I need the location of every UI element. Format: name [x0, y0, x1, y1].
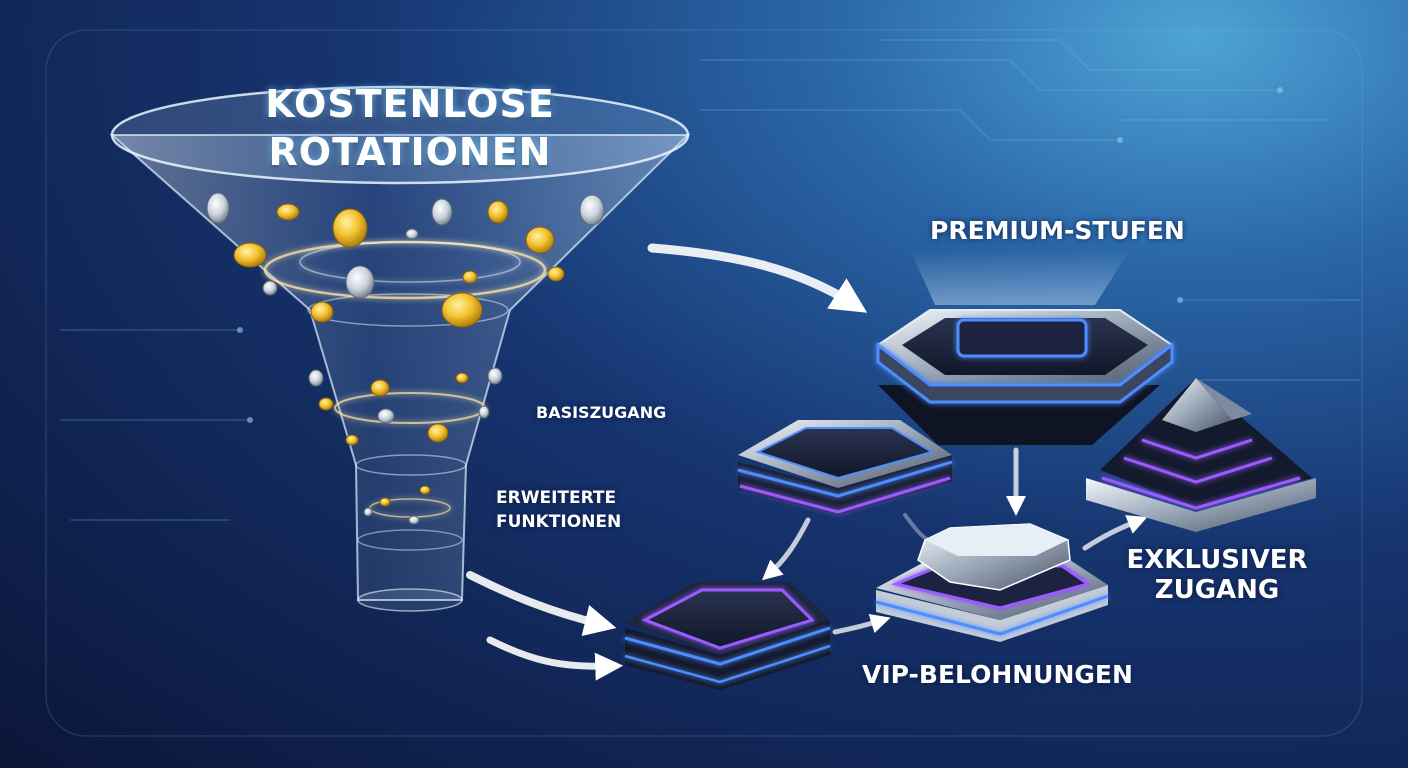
label-vip-belohnungen: VIP-BELOHNUNGEN: [862, 660, 1133, 689]
circuit-nodes: [237, 87, 1283, 423]
label-exklusiver-line2: ZUGANG: [1154, 575, 1280, 605]
pyramid-icon: [1086, 378, 1316, 532]
arrow-faint-link: [903, 513, 930, 542]
square-platform-icon: [624, 582, 831, 690]
label-erweiterte-line1: ERWEITERTE: [496, 488, 617, 508]
label-erweiterte-funktionen: ERWEITERTE FUNKTIONEN: [496, 486, 621, 534]
funnel-title: KOSTENLOSE ROTATIONEN: [200, 80, 620, 176]
octagon-platform-icon: [876, 250, 1174, 445]
funnel-title-line2: ROTATIONEN: [268, 130, 552, 174]
circuit-background: [45, 29, 1363, 737]
square-platform-icon-small: [737, 420, 953, 515]
arrow-icon: [466, 243, 1148, 681]
silver-coin-icon: [206, 192, 605, 525]
arrow-funnel-to-square-2: [486, 636, 624, 681]
label-basiszugang: BASISZUGANG: [536, 403, 667, 422]
label-premium-stufen: PREMIUM-STUFEN: [930, 216, 1185, 245]
arrow-funnel-to-square-1: [466, 571, 617, 637]
arrow-small-to-square: [762, 517, 811, 581]
gold-coin-icon: [233, 200, 565, 507]
arrow-funnel-to-premium: [647, 243, 868, 313]
label-exklusiver-zugang: EXKLUSIVER ZUGANG: [1122, 545, 1312, 605]
label-exklusiver-line1: EXKLUSIVER: [1126, 545, 1308, 575]
funnel-title-line1: KOSTENLOSE: [265, 82, 555, 126]
arrow-square-to-hex: [832, 613, 891, 635]
arrow-hex-to-pyramid: [1082, 515, 1148, 551]
hexagon-platform-icon: [875, 523, 1109, 642]
label-erweiterte-line2: FUNKTIONEN: [496, 512, 622, 532]
